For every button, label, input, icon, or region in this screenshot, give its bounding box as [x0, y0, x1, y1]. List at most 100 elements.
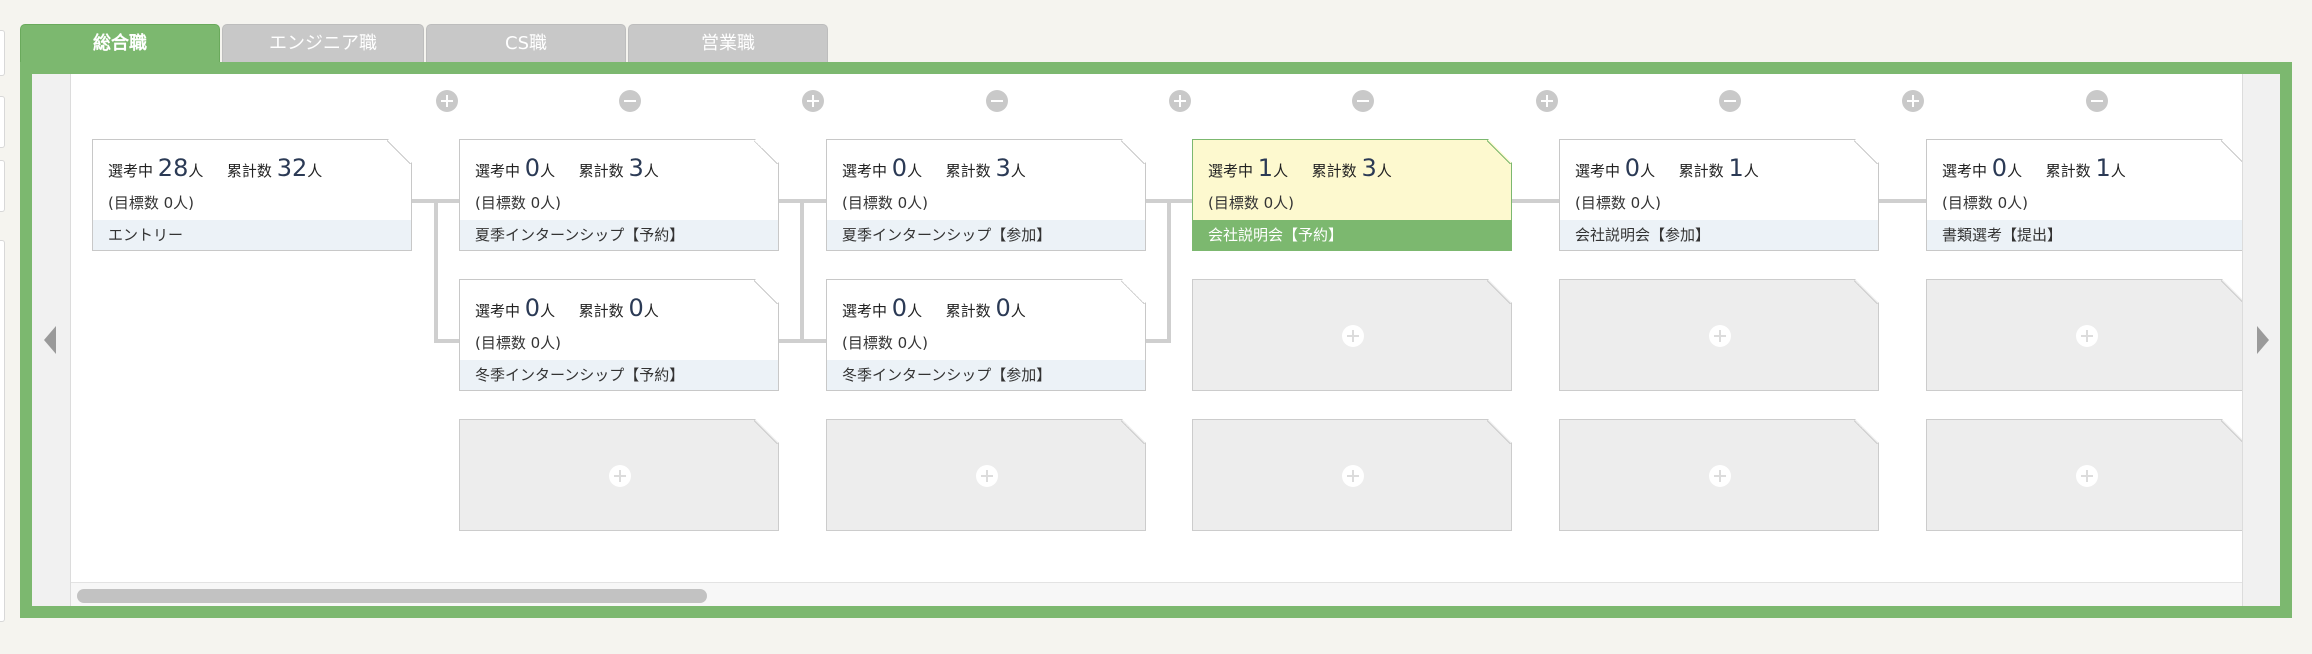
empty-stage-slot[interactable] — [1559, 419, 1879, 531]
tab-cs[interactable]: CS職 — [426, 24, 626, 63]
card-fold — [1487, 420, 1511, 444]
card-fold — [2221, 280, 2242, 304]
stage-card-company-briefing-attend[interactable]: 選考中 0人 累計数 1人 (目標数 0人) 会社説明会【参加】 — [1559, 139, 1879, 251]
empty-stage-slot[interactable] — [1192, 419, 1512, 531]
add-column-icon[interactable] — [1536, 90, 1558, 112]
stage-card-document-screening[interactable]: 選考中 0人 累計数 1人 (目標数 0人) 書類選考【提出】 — [1926, 139, 2242, 251]
in-progress-label: 選考中 — [842, 302, 888, 320]
plus-circle-icon[interactable] — [1709, 465, 1731, 487]
scrollbar-thumb[interactable] — [77, 589, 707, 603]
empty-stage-slot[interactable] — [826, 419, 1146, 531]
in-progress-label: 選考中 — [475, 302, 521, 320]
card-fold — [2221, 420, 2242, 444]
cumulative-count: 3 — [628, 154, 644, 182]
cumulative-label: 累計数 — [1311, 162, 1357, 180]
plus-circle-icon[interactable] — [1342, 465, 1364, 487]
remove-column-icon[interactable] — [1352, 90, 1374, 112]
left-edge-widget[interactable] — [0, 30, 5, 76]
target-count: (目標数 0人) — [1942, 194, 2029, 212]
stage-name: エントリー — [93, 220, 411, 250]
stage-card-company-briefing-reserve[interactable]: 選考中 1人 累計数 3人 (目標数 0人) 会社説明会【予約】 — [1192, 139, 1512, 251]
remove-column-icon[interactable] — [1719, 90, 1741, 112]
flow-connector — [1511, 199, 1560, 203]
stage-counts: 選考中 0人 累計数 0人 — [842, 294, 1026, 322]
stage-card-winter-intern-attend[interactable]: 選考中 0人 累計数 0人 (目標数 0人) 冬季インターンシップ【参加】 — [826, 279, 1146, 391]
empty-stage-slot[interactable] — [1926, 279, 2242, 391]
add-column-icon[interactable] — [1902, 90, 1924, 112]
left-edge-widget[interactable] — [0, 96, 5, 148]
target-count: (目標数 0人) — [475, 334, 562, 352]
empty-stage-slot[interactable] — [1559, 279, 1879, 391]
plus-circle-icon[interactable] — [976, 465, 998, 487]
remove-column-icon[interactable] — [986, 90, 1008, 112]
target-count: (目標数 0人) — [1208, 194, 1295, 212]
stage-card-entry[interactable]: 選考中 28人 累計数 32人 (目標数 0人) エントリー — [92, 139, 412, 251]
target-count: (目標数 0人) — [108, 194, 195, 212]
plus-circle-icon[interactable] — [1709, 325, 1731, 347]
flow-connector — [1167, 199, 1171, 343]
tab-engineer[interactable]: エンジニア職 — [222, 24, 424, 63]
flow-connector — [800, 199, 804, 343]
empty-stage-slot[interactable] — [1926, 419, 2242, 531]
left-edge-widget[interactable] — [0, 240, 5, 622]
plus-circle-icon[interactable] — [2076, 325, 2098, 347]
plus-circle-icon[interactable] — [609, 465, 631, 487]
in-progress-count: 0 — [891, 294, 908, 322]
remove-column-icon[interactable] — [619, 90, 641, 112]
stage-name: 夏季インターンシップ【予約】 — [460, 220, 778, 250]
stage-name: 冬季インターンシップ【参加】 — [827, 360, 1145, 390]
stage-card-summer-intern-reserve[interactable]: 選考中 0人 累計数 3人 (目標数 0人) 夏季インターンシップ【予約】 — [459, 139, 779, 251]
cumulative-count: 1 — [1728, 154, 1744, 182]
card-fold — [1854, 140, 1878, 164]
tab-sales[interactable]: 営業職 — [628, 24, 828, 63]
empty-stage-slot[interactable] — [1192, 279, 1512, 391]
person-unit: 人 — [188, 162, 204, 180]
stage-counts: 選考中 28人 累計数 32人 — [108, 154, 322, 182]
empty-stage-slot[interactable] — [459, 419, 779, 531]
flow-connector — [434, 199, 438, 343]
cumulative-label: 累計数 — [2045, 162, 2091, 180]
stage-card-summer-intern-attend[interactable]: 選考中 0人 累計数 3人 (目標数 0人) 夏季インターンシップ【参加】 — [826, 139, 1146, 251]
target-count: (目標数 0人) — [842, 194, 929, 212]
selection-flow-frame: 選考中 28人 累計数 32人 (目標数 0人) エントリー 選考中 0人 累計… — [20, 62, 2292, 618]
add-column-icon[interactable] — [1169, 90, 1191, 112]
person-unit: 人 — [540, 162, 556, 180]
flow-connector — [1878, 199, 1927, 203]
cumulative-count: 3 — [995, 154, 1011, 182]
stage-card-winter-intern-reserve[interactable]: 選考中 0人 累計数 0人 (目標数 0人) 冬季インターンシップ【予約】 — [459, 279, 779, 391]
in-progress-label: 選考中 — [475, 162, 521, 180]
person-unit: 人 — [1640, 162, 1656, 180]
scroll-left-button[interactable] — [32, 74, 71, 606]
add-column-icon[interactable] — [802, 90, 824, 112]
person-unit: 人 — [2110, 162, 2126, 180]
person-unit: 人 — [643, 162, 659, 180]
card-fold — [387, 140, 411, 164]
left-edge-widget[interactable] — [0, 160, 5, 212]
person-unit: 人 — [907, 162, 923, 180]
cumulative-count: 0 — [628, 294, 644, 322]
in-progress-count: 0 — [524, 154, 541, 182]
plus-circle-icon[interactable] — [1342, 325, 1364, 347]
stage-name: 夏季インターンシップ【参加】 — [827, 220, 1145, 250]
card-fold — [1854, 420, 1878, 444]
cumulative-label: 累計数 — [578, 162, 624, 180]
person-unit: 人 — [1376, 162, 1392, 180]
stage-counts: 選考中 0人 累計数 1人 — [1575, 154, 1759, 182]
in-progress-count: 28 — [157, 154, 189, 182]
stage-counts: 選考中 0人 累計数 3人 — [842, 154, 1026, 182]
in-progress-count: 0 — [1991, 154, 2008, 182]
card-fold — [1121, 420, 1145, 444]
add-column-icon[interactable] — [436, 90, 458, 112]
scroll-right-button[interactable] — [2242, 74, 2280, 606]
card-fold — [1121, 140, 1145, 164]
remove-column-icon[interactable] — [2086, 90, 2108, 112]
tab-general[interactable]: 総合職 — [20, 24, 220, 63]
person-unit: 人 — [1010, 302, 1026, 320]
stage-counts: 選考中 0人 累計数 1人 — [1942, 154, 2126, 182]
horizontal-scrollbar[interactable] — [71, 582, 2242, 606]
target-count: (目標数 0人) — [475, 194, 562, 212]
cumulative-label: 累計数 — [578, 302, 624, 320]
in-progress-label: 選考中 — [1575, 162, 1621, 180]
stage-name: 会社説明会【参加】 — [1560, 220, 1878, 250]
plus-circle-icon[interactable] — [2076, 465, 2098, 487]
